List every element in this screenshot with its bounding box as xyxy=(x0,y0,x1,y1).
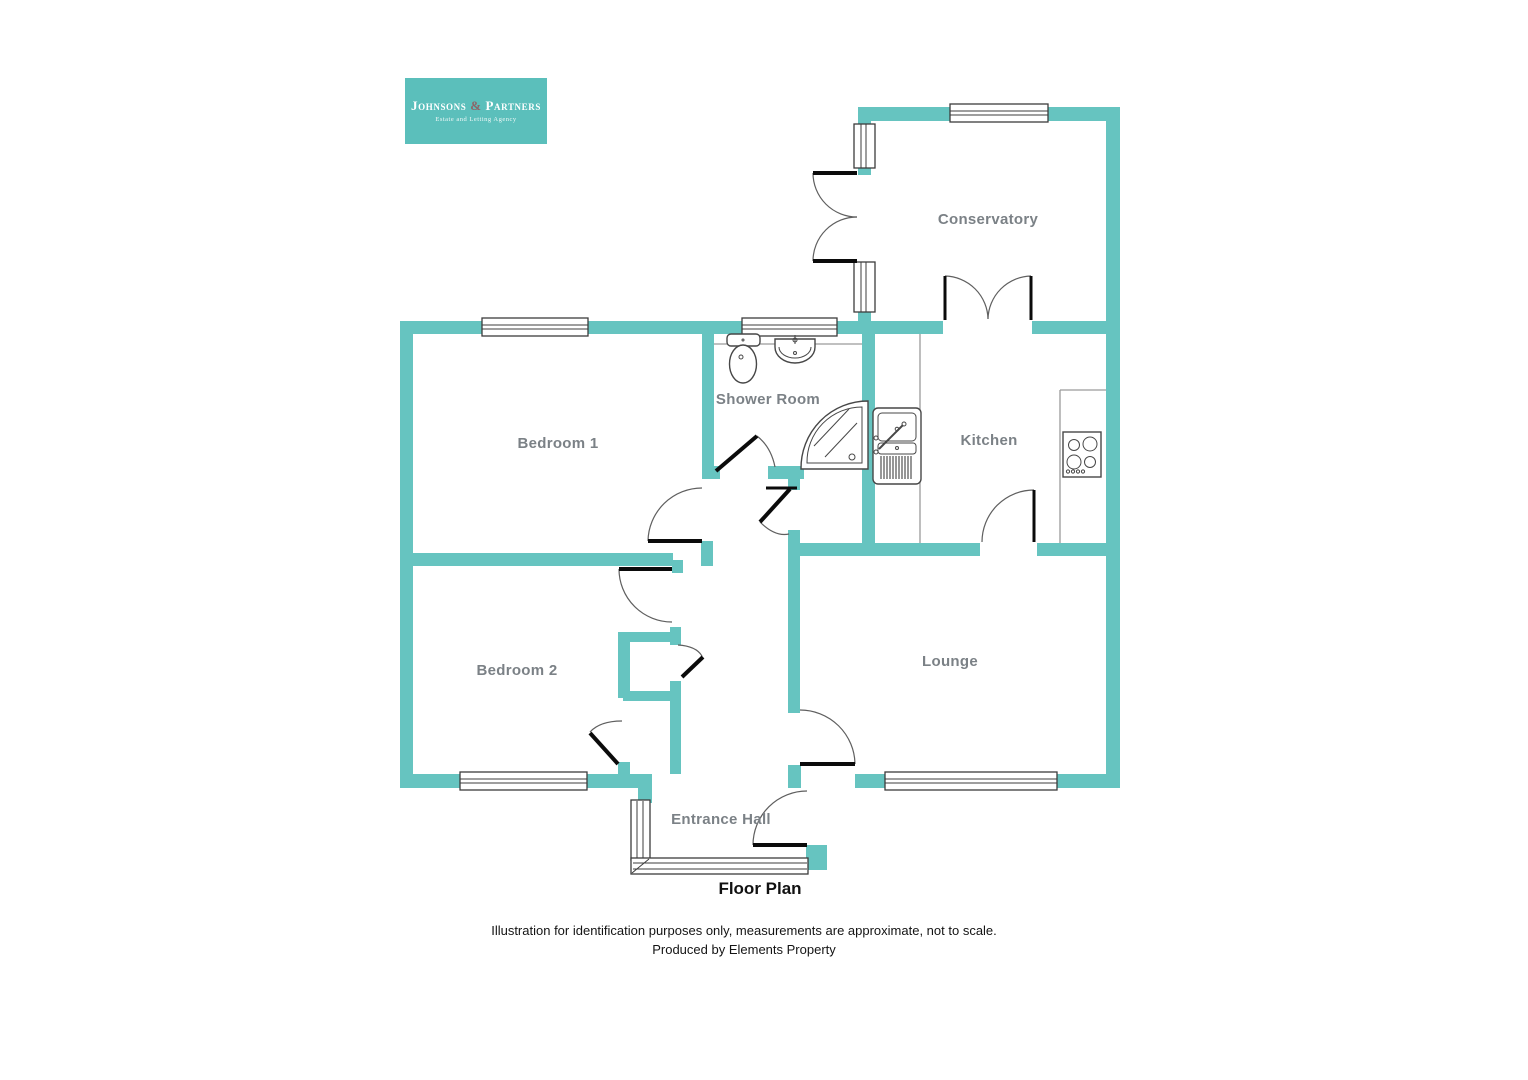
window-shower-room xyxy=(741,317,838,337)
agency-ampersand: & xyxy=(470,98,482,113)
agency-name-part1: Johnsons xyxy=(411,98,467,113)
wash-basin xyxy=(774,335,816,364)
window-bedroom-1 xyxy=(481,317,589,337)
room-label-shower-room: Shower Room xyxy=(715,391,821,408)
drainer-hatch xyxy=(880,456,912,479)
window-conservatory-top xyxy=(949,103,1049,123)
door-shower-room xyxy=(714,434,759,473)
door-lounge-hall xyxy=(758,487,792,524)
kitchen-fixtures xyxy=(872,334,1106,543)
window-conservatory-left-lower xyxy=(853,261,876,313)
walls xyxy=(400,107,1120,870)
porch-glazing xyxy=(630,799,809,875)
door-swing-arcs xyxy=(589,172,1035,846)
window-conservatory-left-upper xyxy=(853,123,876,169)
room-label-lounge: Lounge xyxy=(922,653,978,670)
corner-shower xyxy=(800,400,869,470)
windows xyxy=(459,103,1058,791)
shower-room-fixtures xyxy=(714,333,869,470)
agency-logo: Johnsons & Partners Estate and Letting A… xyxy=(405,78,547,144)
door-cupboard-bedroom-2 xyxy=(588,731,620,766)
agency-name-part2: Partners xyxy=(485,98,541,113)
toilet xyxy=(726,333,761,384)
kitchen-sink xyxy=(872,407,922,485)
hob xyxy=(1062,431,1102,478)
disclaimer: Illustration for identification purposes… xyxy=(0,921,1488,959)
disclaimer-line-2: Produced by Elements Property xyxy=(652,942,836,957)
window-lounge xyxy=(884,771,1058,791)
plan-title: Floor Plan xyxy=(718,879,802,898)
disclaimer-line-1: Illustration for identification purposes… xyxy=(491,923,997,938)
room-label-entrance-hall: Entrance Hall xyxy=(671,811,771,828)
window-bedroom-2 xyxy=(459,771,588,791)
agency-name: Johnsons & Partners xyxy=(411,99,541,113)
room-label-kitchen: Kitchen xyxy=(960,432,1018,449)
room-label-conservatory: Conservatory xyxy=(937,211,1039,228)
room-label-bedroom-2: Bedroom 2 xyxy=(476,662,558,679)
door-cupboard-hall xyxy=(680,655,705,679)
agency-tagline: Estate and Letting Agency xyxy=(435,116,517,123)
room-label-bedroom-1: Bedroom 1 xyxy=(517,435,599,452)
doors xyxy=(588,171,1036,847)
